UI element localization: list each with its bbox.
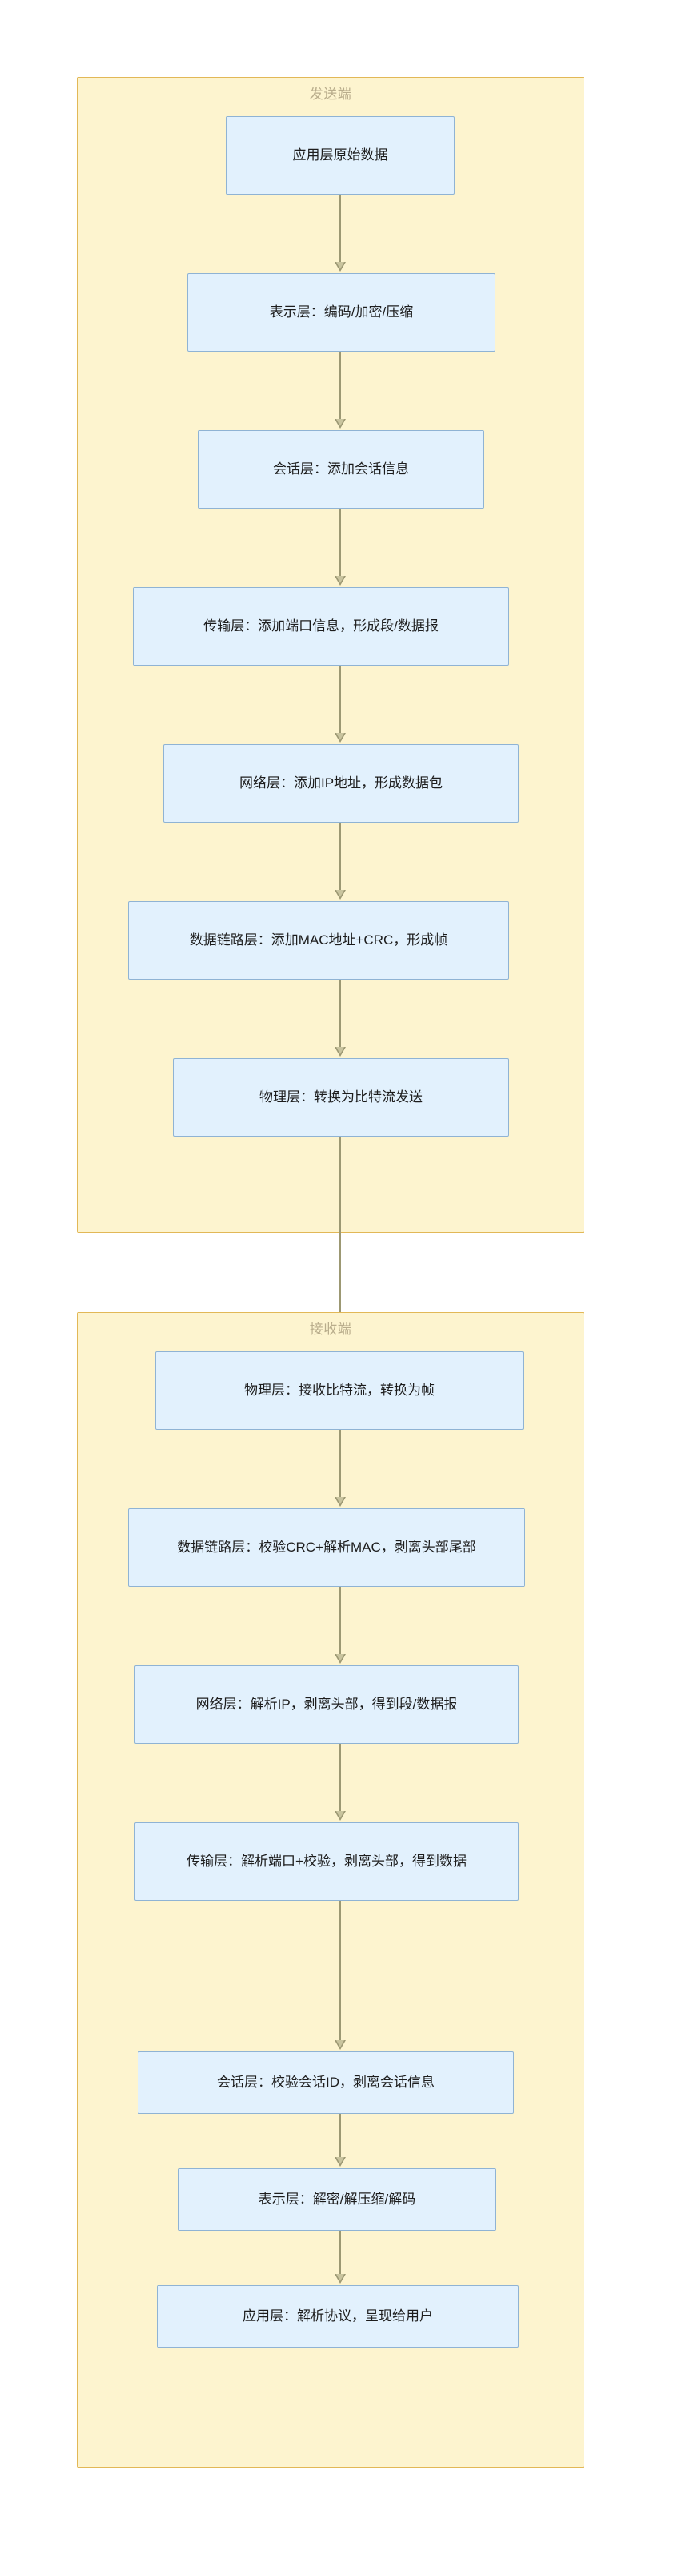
node-s1[interactable]: 应用层原始数据 xyxy=(226,116,455,195)
arrowhead-s3-s4 xyxy=(335,576,346,586)
edge-s3-s4 xyxy=(339,509,341,578)
node-r2[interactable]: 数据链路层：校验CRC+解析MAC，剥离头部尾部 xyxy=(128,1508,525,1587)
node-r7[interactable]: 应用层：解析协议，呈现给用户 xyxy=(157,2285,519,2348)
node-s2-label: 表示层：编码/加密/压缩 xyxy=(269,304,414,320)
node-r5[interactable]: 会话层：校验会话ID，剥离会话信息 xyxy=(138,2051,514,2114)
arrowhead-s6-s7 xyxy=(335,1047,346,1057)
node-s3-label: 会话层：添加会话信息 xyxy=(273,461,409,477)
subgraph-sender-title: 发送端 xyxy=(309,87,352,102)
node-r3-label: 网络层：解析IP，剥离头部，得到段/数据报 xyxy=(195,1697,458,1713)
node-s5[interactable]: 网络层：添加IP地址，形成数据包 xyxy=(163,744,519,823)
edge-r5-r6 xyxy=(339,2114,341,2159)
edge-s4-s5 xyxy=(339,666,341,735)
node-s1-label: 应用层原始数据 xyxy=(292,147,388,163)
node-s6[interactable]: 数据链路层：添加MAC地址+CRC，形成帧 xyxy=(128,901,509,980)
arrowhead-s5-s6 xyxy=(335,890,346,900)
node-s5-label: 网络层：添加IP地址，形成数据包 xyxy=(239,775,443,791)
node-r1[interactable]: 物理层：接收比特流，转换为帧 xyxy=(155,1351,524,1430)
subgraph-receiver-title: 接收端 xyxy=(309,1322,352,1337)
node-r6[interactable]: 表示层：解密/解压缩/解码 xyxy=(178,2168,496,2231)
node-r2-label: 数据链路层：校验CRC+解析MAC，剥离头部尾部 xyxy=(177,1540,476,1556)
arrowhead-r4-r5 xyxy=(335,2040,346,2050)
arrowhead-r6-r7 xyxy=(335,2274,346,2284)
node-r4[interactable]: 传输层：解析端口+校验，剥离头部，得到数据 xyxy=(134,1822,519,1901)
edge-s7-r1 xyxy=(339,1137,341,1375)
arrowhead-s4-s5 xyxy=(335,733,346,743)
edge-s5-s6 xyxy=(339,823,341,892)
node-r6-label: 表示层：解密/解压缩/解码 xyxy=(258,2192,416,2208)
node-r3[interactable]: 网络层：解析IP，剥离头部，得到段/数据报 xyxy=(134,1665,519,1744)
node-r5-label: 会话层：校验会话ID，剥离会话信息 xyxy=(217,2075,435,2091)
node-s6-label: 数据链路层：添加MAC地址+CRC，形成帧 xyxy=(189,932,448,948)
edge-s6-s7 xyxy=(339,980,341,1049)
arrowhead-r1-r2 xyxy=(335,1497,346,1507)
node-s7[interactable]: 物理层：转换为比特流发送 xyxy=(173,1058,509,1137)
arrowhead-r5-r6 xyxy=(335,2157,346,2167)
node-s4[interactable]: 传输层：添加端口信息，形成段/数据报 xyxy=(133,587,509,666)
edge-r2-r3 xyxy=(339,1587,341,1656)
node-r1-label: 物理层：接收比特流，转换为帧 xyxy=(244,1383,435,1399)
arrowhead-s1-s2 xyxy=(335,262,346,272)
arrowhead-s2-s3 xyxy=(335,419,346,429)
node-s4-label: 传输层：添加端口信息，形成段/数据报 xyxy=(203,618,439,634)
edge-r1-r2 xyxy=(339,1430,341,1499)
node-s7-label: 物理层：转换为比特流发送 xyxy=(259,1089,423,1105)
arrowhead-r2-r3 xyxy=(335,1654,346,1664)
node-s2[interactable]: 表示层：编码/加密/压缩 xyxy=(187,273,495,352)
edge-r4-r5 xyxy=(339,1901,341,2042)
edge-r3-r4 xyxy=(339,1744,341,1813)
node-r7-label: 应用层：解析协议，呈现给用户 xyxy=(243,2308,433,2324)
arrowhead-r3-r4 xyxy=(335,1811,346,1821)
edge-s2-s3 xyxy=(339,352,341,421)
edge-s1-s2 xyxy=(339,195,341,264)
node-s3[interactable]: 会话层：添加会话信息 xyxy=(198,430,484,509)
node-r4-label: 传输层：解析端口+校验，剥离头部，得到数据 xyxy=(187,1854,467,1870)
edge-r6-r7 xyxy=(339,2231,341,2276)
